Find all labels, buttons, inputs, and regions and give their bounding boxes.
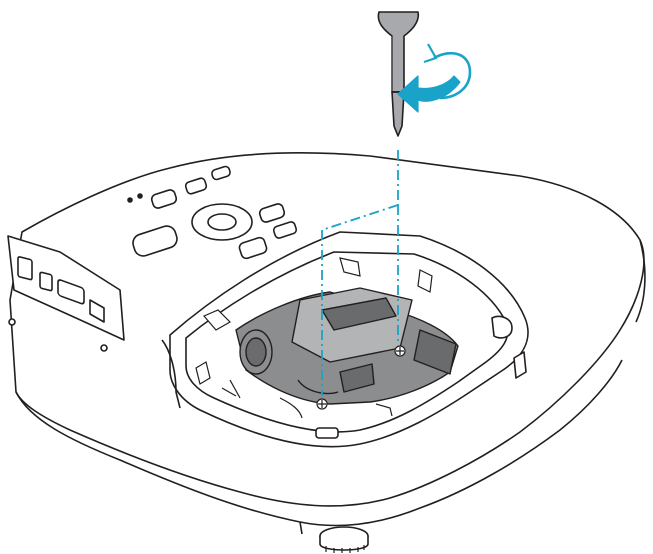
alignment-guide-lines	[321, 150, 399, 396]
screwdriver-icon	[377, 11, 420, 137]
lamp-unit	[235, 287, 459, 405]
adjustable-foot	[319, 526, 369, 553]
screw-icon	[316, 345, 406, 410]
counterclockwise-arrow-icon	[397, 43, 472, 113]
lamp-bay-details	[195, 257, 433, 419]
